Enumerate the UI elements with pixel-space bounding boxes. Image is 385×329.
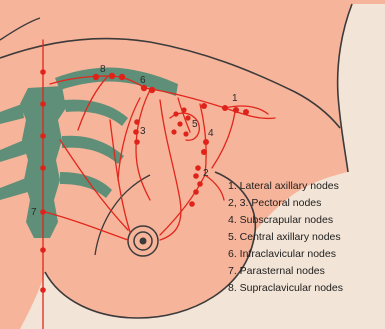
node-parasternal xyxy=(40,165,46,171)
node-central xyxy=(181,107,186,112)
node-label-8: 8 xyxy=(100,64,106,75)
node-lateral xyxy=(233,107,239,113)
node-pectoral xyxy=(134,139,140,145)
node-subscapular xyxy=(203,139,209,145)
legend-item-subscapular: 4. Subscrapular nodes xyxy=(228,214,333,226)
node-parasternal xyxy=(40,209,46,215)
node-pectoral xyxy=(133,129,139,135)
node-infraclavicular xyxy=(149,87,155,93)
node-label-1: 1 xyxy=(232,93,238,104)
node-label-2: 2 xyxy=(203,168,209,179)
node-parasternal xyxy=(40,247,46,253)
node-pectoral-lower xyxy=(193,173,199,179)
node-pectoral xyxy=(134,119,140,125)
node-pectoral-lower xyxy=(193,189,199,195)
node-subscapular xyxy=(201,103,207,109)
node-label-6: 6 xyxy=(140,75,146,86)
node-supraclavicular xyxy=(93,74,99,80)
node-lateral xyxy=(222,105,228,111)
node-parasternal xyxy=(40,287,46,293)
node-parasternal xyxy=(40,133,46,139)
legend-item-pectoral: 2, 3. Pectoral nodes xyxy=(228,197,321,209)
node-central xyxy=(177,121,182,126)
node-supraclavicular xyxy=(109,73,115,79)
nipple xyxy=(140,238,147,245)
node-lateral xyxy=(243,109,249,115)
legend-item-parasternal: 7. Parasternal nodes xyxy=(228,265,325,277)
node-label-3: 3 xyxy=(140,126,146,137)
node-pectoral-lower xyxy=(195,165,201,171)
legend-item-supraclavicular: 8. Supraclavicular nodes xyxy=(228,282,343,294)
node-parasternal xyxy=(40,69,46,75)
legend-item-lateral-axillary: 1. Lateral axillary nodes xyxy=(228,180,339,192)
node-label-7: 7 xyxy=(31,207,37,218)
node-pectoral-lower xyxy=(189,201,195,207)
node-label-4: 4 xyxy=(208,128,214,139)
node-central xyxy=(185,115,190,120)
node-central xyxy=(173,111,178,116)
node-parasternal xyxy=(40,101,46,107)
legend-item-central-axillary: 5. Central axillary nodes xyxy=(228,231,341,243)
legend-item-infraclavicular: 6. Infraclavicular nodes xyxy=(228,248,336,260)
node-supraclavicular xyxy=(119,74,125,80)
node-pectoral-lower xyxy=(197,181,203,187)
node-subscapular xyxy=(201,149,207,155)
node-central xyxy=(183,131,188,136)
node-label-5: 5 xyxy=(192,119,198,130)
node-central xyxy=(171,129,176,134)
